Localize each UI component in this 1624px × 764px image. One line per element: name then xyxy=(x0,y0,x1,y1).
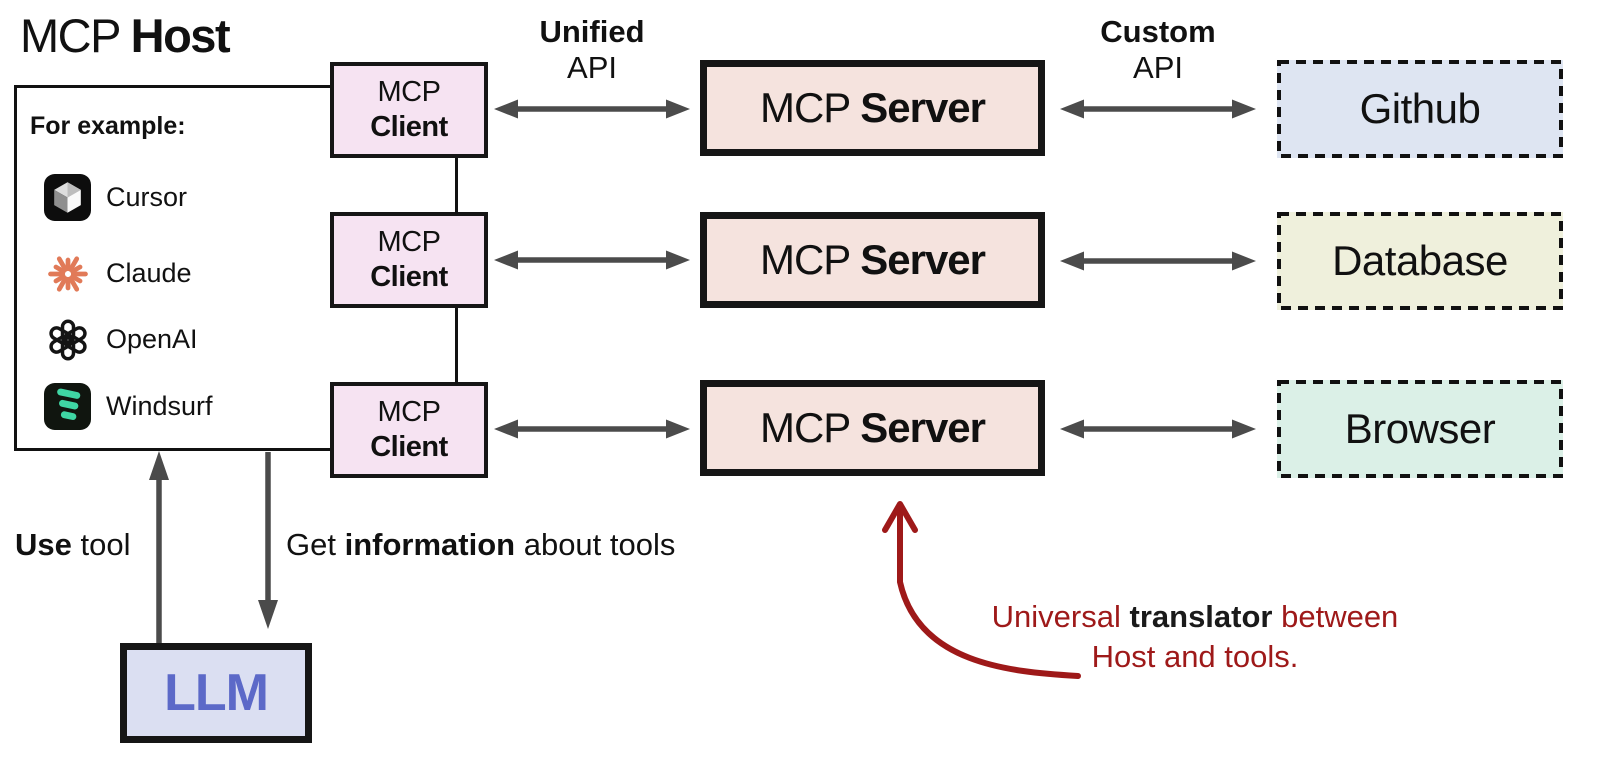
dashed-border xyxy=(1277,60,1563,158)
client-line2: Client xyxy=(370,261,448,293)
cursor-icon xyxy=(44,174,91,221)
host-app-openai: OpenAI xyxy=(44,316,198,363)
double-arrow-server-database xyxy=(1058,248,1258,274)
client-connector-line xyxy=(455,158,458,214)
target-box-github: Github xyxy=(1277,60,1563,158)
annotation-text: Universal translator between Host and to… xyxy=(950,597,1440,677)
annotation-line1: Universal translator between xyxy=(950,597,1440,637)
target-box-database: Database xyxy=(1277,212,1563,310)
server-bold: Server xyxy=(860,404,986,451)
client-line1: MCP xyxy=(377,396,441,429)
mcp-server-box-2: MCP Server xyxy=(700,212,1045,308)
target-label: Database xyxy=(1332,237,1508,284)
openai-icon xyxy=(44,316,91,363)
app-label: OpenAI xyxy=(106,324,198,354)
windsurf-icon xyxy=(44,383,91,430)
dashed-border xyxy=(1277,212,1563,310)
mcp-server-box-3: MCP Server xyxy=(700,380,1045,476)
llm-label: LLM xyxy=(164,664,269,722)
target-label: Browser xyxy=(1344,405,1496,452)
mcp-host-box xyxy=(14,85,331,451)
app-label: Cursor xyxy=(106,182,188,212)
target-box-browser: Browser xyxy=(1277,380,1563,478)
get-info-pre: Get xyxy=(286,527,345,562)
mcp-server-box-1: MCP Server xyxy=(700,60,1045,156)
client-line2: Client xyxy=(370,431,448,463)
custom-label-line2: API xyxy=(1133,50,1183,85)
page-title: MCP Host xyxy=(20,8,231,63)
host-app-cursor: Cursor xyxy=(44,174,187,221)
get-info-arrow-down xyxy=(255,452,281,632)
double-arrow-server-github xyxy=(1058,96,1258,122)
server-bold: Server xyxy=(860,84,986,131)
app-label: Windsurf xyxy=(106,391,213,421)
use-tool-rest: tool xyxy=(71,527,131,562)
host-app-claude: Claude xyxy=(44,250,192,297)
server-prefix: MCP xyxy=(759,404,861,451)
client-line1: MCP xyxy=(377,226,441,259)
use-tool-arrow-up xyxy=(146,448,172,646)
double-arrow-client-server-2 xyxy=(492,247,692,273)
annotation-line1-post: between xyxy=(1272,599,1399,634)
dashed-border xyxy=(1277,380,1563,478)
target-label: Github xyxy=(1359,85,1481,132)
double-arrow-server-browser xyxy=(1058,416,1258,442)
annotation-line1-pre: Universal xyxy=(991,599,1130,634)
use-tool-label: Use tool xyxy=(15,527,130,563)
get-information-label: Get information about tools xyxy=(286,527,675,563)
annotation-line1-bold: translator xyxy=(1129,599,1273,634)
unified-label-line1: Unified xyxy=(539,14,645,49)
use-tool-bold: Use xyxy=(15,527,72,562)
annotation-curved-arrow xyxy=(860,490,1220,690)
annotation-line2: Host and tools. xyxy=(1091,639,1299,674)
get-info-bold: information xyxy=(344,527,516,562)
claude-icon xyxy=(44,250,91,297)
server-prefix: MCP xyxy=(759,236,861,283)
custom-label-line1: Custom xyxy=(1100,14,1216,49)
server-bold: Server xyxy=(860,236,986,283)
client-line1: MCP xyxy=(377,76,441,109)
server-prefix: MCP xyxy=(759,84,861,131)
unified-label-line2: API xyxy=(567,50,617,85)
title-bold: Host xyxy=(130,9,231,62)
double-arrow-client-server-3 xyxy=(492,416,692,442)
llm-box: LLM xyxy=(120,643,312,743)
for-example-label: For example: xyxy=(30,112,186,140)
double-arrow-client-server-1 xyxy=(492,96,692,122)
get-info-post: about tools xyxy=(515,527,676,562)
app-label: Claude xyxy=(106,258,192,288)
client-connector-line xyxy=(455,308,458,384)
client-line2: Client xyxy=(370,111,448,143)
host-app-windsurf: Windsurf xyxy=(44,383,213,430)
title-prefix: MCP xyxy=(20,9,131,62)
